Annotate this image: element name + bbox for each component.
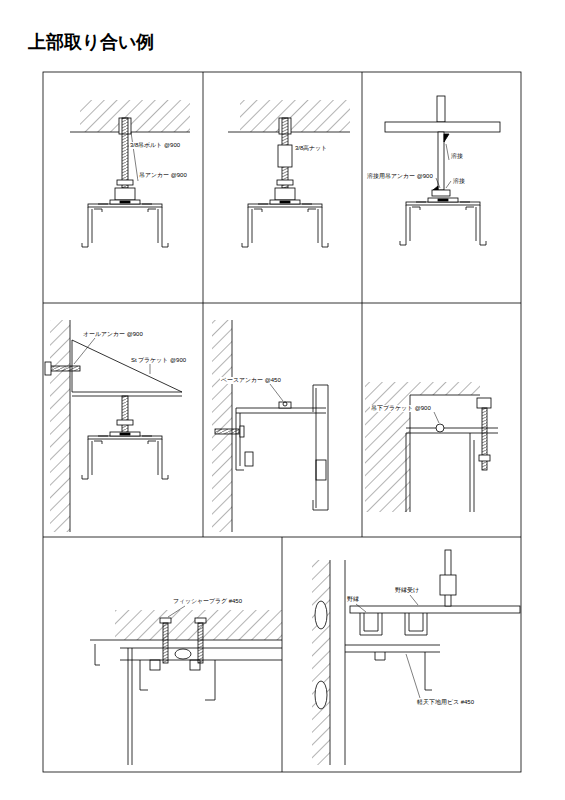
hanging-bracket-detail — [365, 382, 498, 512]
part-label: オールアンカー @900 — [82, 331, 144, 338]
part-label: フィッシャープラグ #450 — [172, 598, 243, 605]
part-label: 吊下ブラケット @900 — [370, 405, 432, 412]
part-label: 軽天下地用ビス #450 — [416, 699, 475, 706]
fischer-plug-detail — [90, 606, 282, 765]
sheet-frame — [43, 72, 521, 772]
part-label: 溶接 — [452, 178, 466, 185]
part-label: 野縁 — [346, 596, 360, 603]
part-label: 野縁受け — [394, 587, 420, 594]
part-label: ベースアンカー @450 — [220, 377, 282, 384]
base-anchor-detail — [212, 320, 328, 532]
part-label: St ブラケット @900 — [130, 357, 187, 364]
part-label: 溶接用吊アンカー @900 — [366, 173, 434, 180]
high-nut-detail — [228, 100, 350, 247]
part-label: 3/8高ナット — [294, 145, 328, 152]
steel-beam-weld-detail — [385, 96, 500, 245]
part-label: 吊アンカー @900 — [138, 172, 188, 179]
ceiling-bolt-detail — [70, 100, 190, 247]
light-steel-ceiling-detail — [312, 550, 520, 765]
page-title: 上部取り合い例 — [28, 30, 154, 54]
part-label: 3/8吊ボルト @900 — [129, 142, 181, 149]
wall-bracket-detail — [45, 320, 182, 532]
part-label: 溶接 — [450, 153, 464, 160]
